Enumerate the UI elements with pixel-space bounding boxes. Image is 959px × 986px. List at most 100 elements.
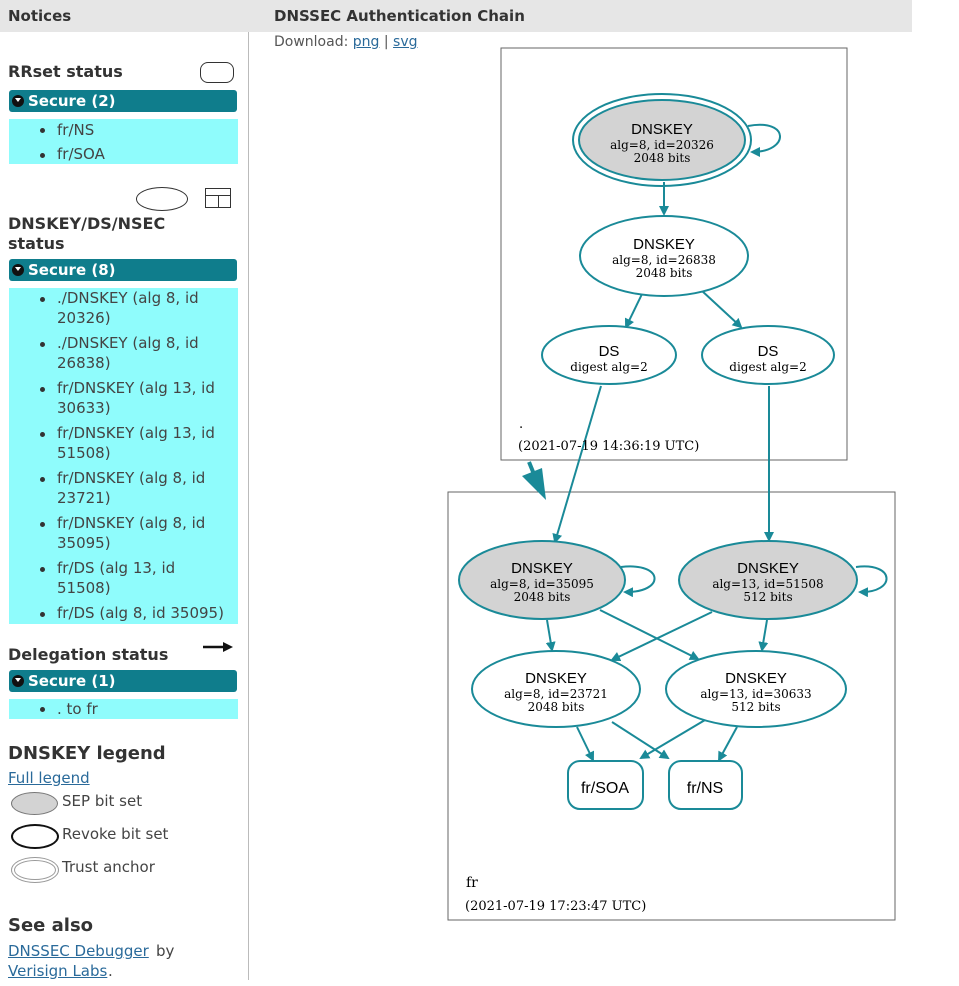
fr-ksk-35095-node[interactable]: DNSKEY alg=8, id=35095 2048 bits: [458, 540, 626, 620]
download-label: Download:: [274, 34, 349, 50]
node-title: DNSKEY: [633, 236, 695, 253]
rrset-label: fr/NS: [687, 780, 723, 797]
node-detail: 512 bits: [731, 700, 780, 714]
edge-zsk2-soa: [639, 719, 706, 760]
bullet-icon: [40, 612, 45, 617]
table-shape-icon: [205, 188, 231, 208]
header-spacer: [912, 0, 959, 32]
download-sep: |: [383, 34, 389, 50]
download-png-link[interactable]: png: [352, 34, 380, 50]
revoke-legend-label: Revoke bit set: [62, 825, 169, 843]
node-title: DS: [599, 343, 620, 360]
chain-title: DNSSEC Authentication Chain: [274, 7, 525, 25]
ellipse-shape-icon: [136, 187, 188, 211]
fr-zsk-30633-node[interactable]: DNSKEY alg=13, id=30633 512 bits: [665, 650, 847, 728]
rrset-list: fr/NS fr/SOA: [9, 119, 238, 164]
self-loop-fr-ksk2: [855, 565, 888, 598]
bullet-icon: [40, 522, 45, 527]
delegation-list: . to fr: [9, 699, 238, 719]
rrset-label: fr/SOA: [581, 780, 629, 797]
bullet-icon: [40, 128, 45, 133]
node-title: DNSKEY: [511, 560, 573, 577]
edge-zsk1-soa: [576, 726, 595, 762]
node-detail: 2048 bits: [634, 151, 691, 165]
fr-zsk-23721-node[interactable]: DNSKEY alg=8, id=23721 2048 bits: [471, 650, 641, 728]
node-detail: 2048 bits: [528, 700, 585, 714]
delegation-status-heading: Delegation status: [8, 645, 169, 664]
delegation-secure-toggle[interactable]: Secure (1): [9, 670, 237, 692]
fr-ns-rrset-node[interactable]: fr/NS: [668, 760, 743, 810]
top-header-bar: [0, 0, 912, 32]
bullet-icon: [40, 342, 45, 347]
edge-zsk2-ns: [718, 726, 738, 762]
node-detail: 2048 bits: [514, 590, 571, 604]
edge-zsk-ds2: [700, 289, 743, 329]
bullet-icon: [40, 297, 45, 302]
collapse-icon: [12, 95, 24, 107]
fr-zone-box: [447, 491, 896, 921]
verisign-labs-link[interactable]: Verisign Labs: [8, 962, 108, 980]
node-detail: alg=8, id=23721: [504, 687, 608, 701]
bullet-icon: [40, 387, 45, 392]
root-ksk-node[interactable]: DNSKEY alg=8, id=20326 2048 bits: [572, 93, 752, 187]
dnssec-debugger-link[interactable]: DNSSEC Debugger: [8, 942, 149, 960]
self-loop-root-ksk: [747, 123, 781, 157]
node-detail: 512 bits: [743, 590, 792, 604]
list-item: . to fr: [57, 700, 98, 718]
node-detail: digest alg=2: [729, 360, 806, 374]
node-detail: alg=13, id=51508: [712, 577, 823, 591]
edge-ksk1-zsk2: [599, 609, 700, 660]
notices-title: Notices: [8, 7, 72, 25]
panel-divider: [248, 32, 249, 980]
download-svg-link[interactable]: svg: [393, 34, 418, 50]
node-title: DNSKEY: [631, 121, 693, 138]
self-loop-fr-ksk1: [620, 565, 656, 598]
bullet-icon: [40, 707, 45, 712]
node-detail: alg=13, id=30633: [700, 687, 811, 701]
root-zone-timestamp: (2021-07-19 14:36:19 UTC): [518, 439, 699, 454]
trust-anchor-legend-label: Trust anchor: [62, 858, 155, 876]
arrow-right-icon: [203, 642, 233, 652]
ds-node-1[interactable]: DS digest alg=2: [541, 325, 677, 385]
node-detail: 2048 bits: [636, 266, 693, 280]
sep-legend-icon: [11, 792, 58, 815]
see-also-heading: See also: [8, 915, 94, 936]
dnskey-status-heading-line2: status: [8, 234, 65, 253]
edge-zsk-ds1: [624, 291, 644, 329]
root-zsk-node[interactable]: DNSKEY alg=8, id=26838 2048 bits: [579, 215, 749, 297]
list-item: fr/DS (alg 8, id 35095): [57, 604, 224, 622]
bullet-icon: [40, 477, 45, 482]
node-detail: alg=8, id=26838: [612, 253, 716, 267]
node-title: DNSKEY: [725, 670, 787, 687]
node-title: DNSKEY: [737, 560, 799, 577]
bullet-icon: [40, 432, 45, 437]
bullet-icon: [40, 567, 45, 572]
fr-soa-rrset-node[interactable]: fr/SOA: [567, 760, 644, 810]
rrset-status-heading: RRset status: [8, 62, 123, 81]
list-item: fr/SOA: [57, 145, 105, 163]
node-detail: alg=8, id=20326: [610, 138, 714, 152]
edge-ds1-fr-ksk1: [552, 385, 602, 544]
sep-legend-label: SEP bit set: [62, 792, 143, 810]
edge-ksk2-zsk1: [610, 611, 713, 662]
edge-zsk1-ns: [611, 721, 670, 760]
ds-node-2[interactable]: DS digest alg=2: [701, 325, 835, 385]
fr-ksk-51508-node[interactable]: DNSKEY alg=13, id=51508 512 bits: [678, 540, 858, 620]
collapse-icon: [12, 264, 24, 276]
dnskey-status-heading: DNSKEY/DS/NSEC status: [8, 214, 165, 254]
rrset-secure-toggle[interactable]: Secure (2): [9, 90, 237, 112]
node-title: DNSKEY: [525, 670, 587, 687]
rrset-secure-label: Secure (2): [28, 92, 116, 110]
node-detail: alg=8, id=35095: [490, 577, 594, 591]
delegation-secure-label: Secure (1): [28, 672, 116, 690]
root-zone-name: .: [519, 417, 523, 432]
full-legend-link[interactable]: Full legend: [8, 769, 90, 787]
edge-ksk2-zsk2: [758, 619, 769, 652]
dnskey-secure-toggle[interactable]: Secure (8): [9, 259, 237, 281]
